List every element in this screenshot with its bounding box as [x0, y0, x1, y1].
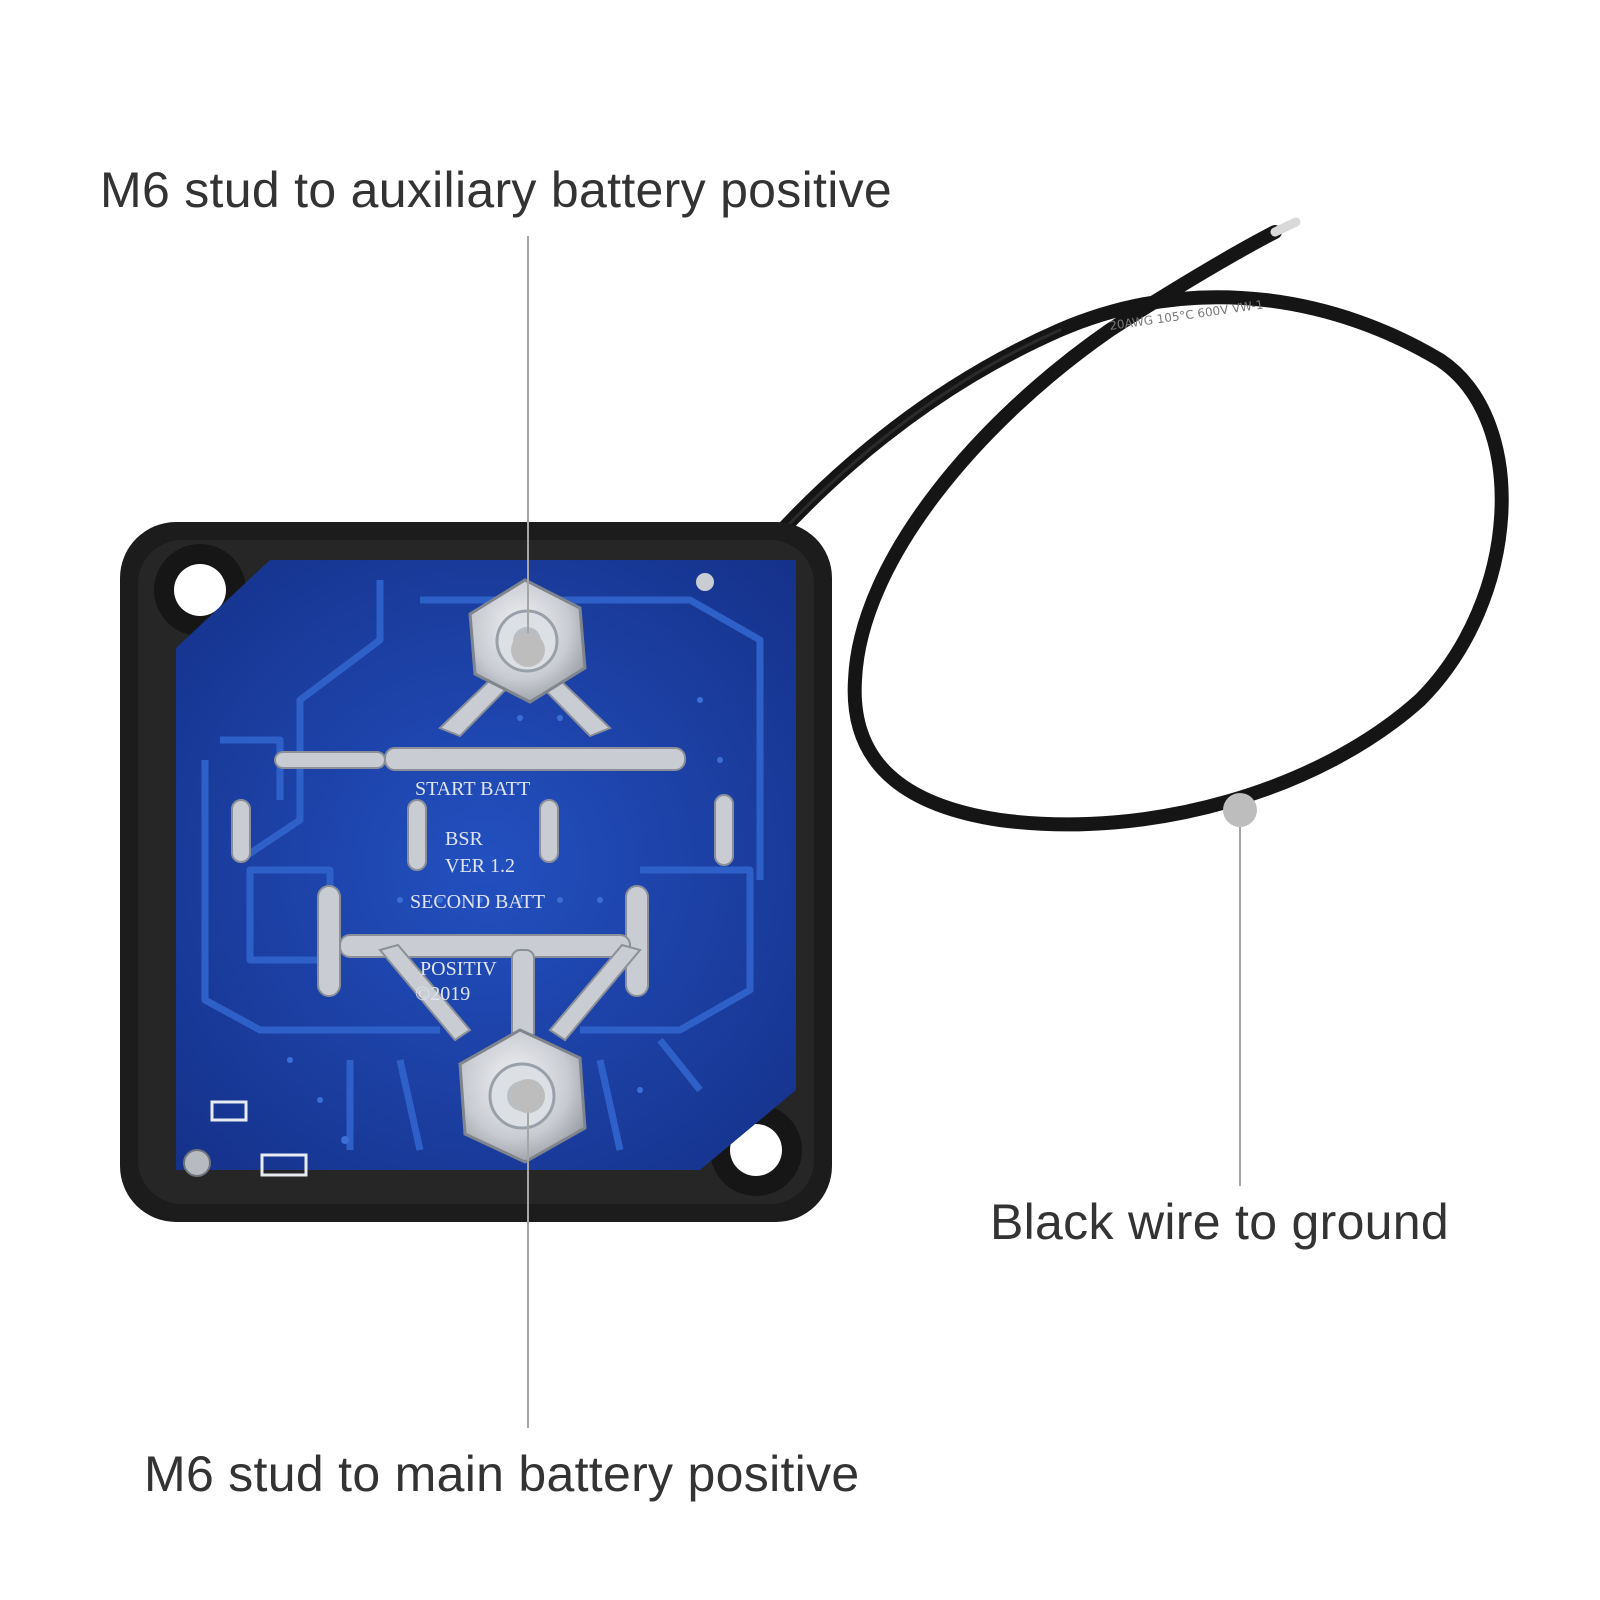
pcb-label-version: VER 1.2 [445, 855, 515, 877]
pcb-label-second-batt: SECOND BATT [410, 891, 545, 913]
callout-aux-positive: M6 stud to auxiliary battery positive [100, 162, 893, 218]
callout-main-positive: M6 stud to main battery positive [144, 1446, 860, 1502]
marker-dot-aux [511, 633, 545, 667]
pcb-label-positive: POSITIV [420, 958, 497, 980]
marker-dot-ground [1223, 793, 1257, 827]
solder-pads [231, 794, 734, 997]
callout-ground-wire: Black wire to ground [990, 1194, 1450, 1250]
circuit-board: START BATT BSR VER 1.2 SECOND BATT POSIT… [176, 560, 796, 1177]
pcb-component [260, 1153, 308, 1177]
pcb-vias [287, 697, 723, 1144]
pcb-label-start-batt: START BATT [415, 778, 530, 800]
leader-lines [527, 236, 1241, 1428]
pcb-label-model: BSR [445, 828, 483, 850]
pcb-label-year: ©2019 [415, 983, 470, 1005]
pcb-component [210, 1100, 248, 1122]
ground-screw [183, 1149, 211, 1177]
marker-dot-main [511, 1079, 545, 1113]
wire-solder-joint [696, 573, 714, 591]
